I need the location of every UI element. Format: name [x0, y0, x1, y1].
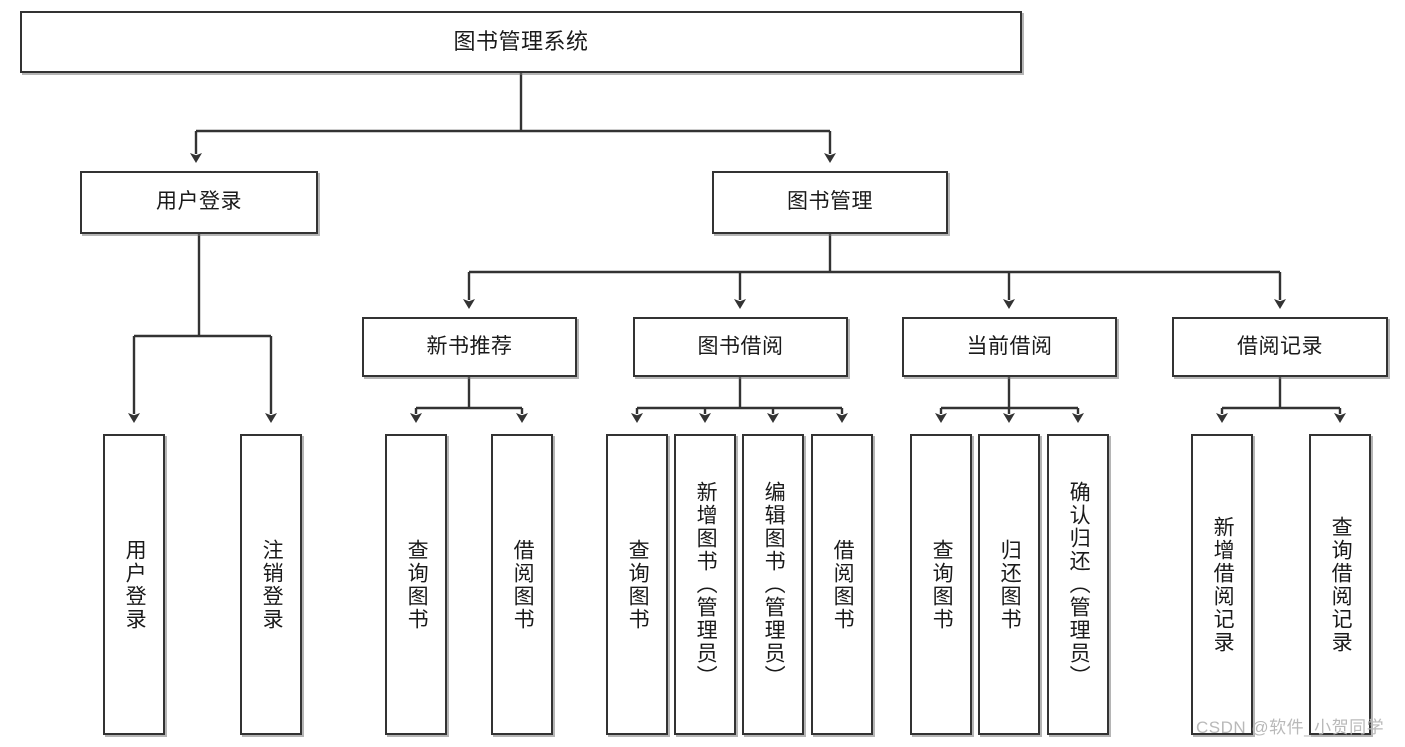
node-label: 查询图书 [626, 538, 650, 631]
node-label: 图书管理系统 [453, 29, 589, 55]
node-label: 新书推荐 [426, 334, 513, 358]
node-label: 归还图书 [998, 538, 1022, 631]
node-label: 查询图书 [930, 538, 954, 631]
leaf-book-borrow-edit[interactable]: 编辑图书（管理员） [742, 434, 804, 735]
node-label: 新增借阅记录 [1211, 515, 1235, 654]
node-book-management-system[interactable]: 图书管理系统 [20, 11, 1022, 73]
node-user-login[interactable]: 用户登录 [80, 171, 318, 234]
leaf-borrow-record-add[interactable]: 新增借阅记录 [1191, 434, 1253, 735]
leaf-user-login-signin[interactable]: 用户登录 [103, 434, 165, 735]
leaf-borrow-record-query[interactable]: 查询借阅记录 [1309, 434, 1371, 735]
node-borrow-record[interactable]: 借阅记录 [1172, 317, 1388, 377]
node-label: 当前借阅 [966, 334, 1053, 358]
node-new-book-recommend[interactable]: 新书推荐 [362, 317, 577, 377]
watermark: CSDN @软件_小贺同学 [1196, 718, 1385, 737]
leaf-book-borrow-query[interactable]: 查询图书 [606, 434, 668, 735]
node-label: 图书借阅 [697, 334, 784, 358]
node-label: 借阅记录 [1237, 334, 1323, 358]
node-label: 编辑图书（管理员） [762, 481, 786, 688]
node-label: 确认归还（管理员） [1067, 481, 1091, 688]
leaf-book-borrow-add[interactable]: 新增图书（管理员） [674, 434, 736, 735]
leaf-current-borrow-query[interactable]: 查询图书 [910, 434, 972, 735]
leaf-current-borrow-return[interactable]: 归还图书 [978, 434, 1040, 735]
node-label: 借阅图书 [831, 538, 855, 631]
node-label: 查询借阅记录 [1329, 515, 1353, 654]
node-label: 查询图书 [405, 538, 429, 631]
leaf-new-book-borrow[interactable]: 借阅图书 [491, 434, 553, 735]
leaf-user-login-signout[interactable]: 注销登录 [240, 434, 302, 735]
node-book-borrow[interactable]: 图书借阅 [633, 317, 848, 377]
leaf-new-book-query[interactable]: 查询图书 [385, 434, 447, 735]
node-label: 用户登录 [123, 538, 147, 631]
node-label: 用户登录 [156, 190, 242, 214]
leaf-current-borrow-confirm[interactable]: 确认归还（管理员） [1047, 434, 1109, 735]
node-label: 注销登录 [260, 538, 284, 631]
node-label: 借阅图书 [511, 538, 535, 631]
node-label: 新增图书（管理员） [694, 481, 718, 688]
leaf-book-borrow-borrow[interactable]: 借阅图书 [811, 434, 873, 735]
node-label: 图书管理 [787, 190, 873, 214]
node-book-management[interactable]: 图书管理 [712, 171, 948, 234]
node-current-borrow[interactable]: 当前借阅 [902, 317, 1117, 377]
